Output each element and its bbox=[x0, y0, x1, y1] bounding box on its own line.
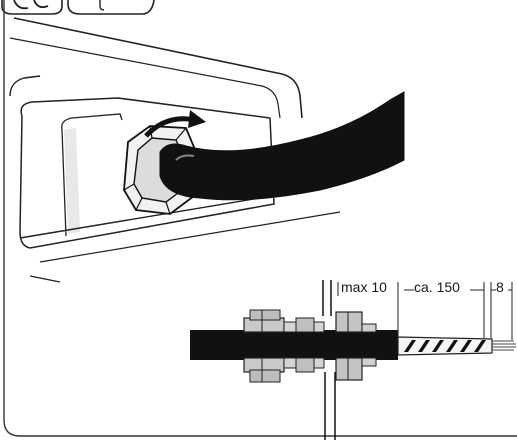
tighten-arrow-head bbox=[188, 110, 206, 128]
housing-recess-inner bbox=[61, 113, 123, 237]
housing-illustration bbox=[9, 17, 405, 283]
dim-label-end: 8 bbox=[496, 279, 504, 295]
gland-left-nut bbox=[243, 309, 285, 383]
dim-label-max: max 10 bbox=[341, 279, 387, 295]
top-icons bbox=[1, 0, 155, 15]
dimension-ticks bbox=[337, 282, 513, 340]
icon-badge-right-glyph bbox=[99, 0, 105, 11]
icon-badge-left-glyph bbox=[13, 0, 49, 10]
panel-wall bbox=[322, 280, 336, 440]
housing-base-line-2 bbox=[39, 211, 341, 263]
page-frame bbox=[3, 0, 517, 437]
icon-badge-right bbox=[67, 0, 155, 15]
cable-body bbox=[190, 330, 398, 360]
icon-badge-left bbox=[1, 0, 63, 15]
gland-body bbox=[283, 317, 325, 373]
gland-cross-section bbox=[190, 280, 516, 440]
cable-thick bbox=[159, 91, 405, 201]
conductor-twist bbox=[404, 340, 486, 352]
housing-base-line-3 bbox=[29, 275, 61, 283]
conductor-sheath bbox=[397, 336, 493, 356]
housing-top-edge bbox=[13, 17, 303, 119]
bare-wire-ends bbox=[492, 340, 516, 351]
cable-highlight bbox=[175, 154, 195, 161]
dim-label-middle: ca. 150 bbox=[414, 279, 460, 295]
housing-side bbox=[9, 75, 41, 97]
housing-recess-shadow bbox=[64, 128, 80, 234]
housing-top-edge-inner bbox=[9, 37, 281, 119]
gland-right-nut bbox=[335, 311, 377, 381]
